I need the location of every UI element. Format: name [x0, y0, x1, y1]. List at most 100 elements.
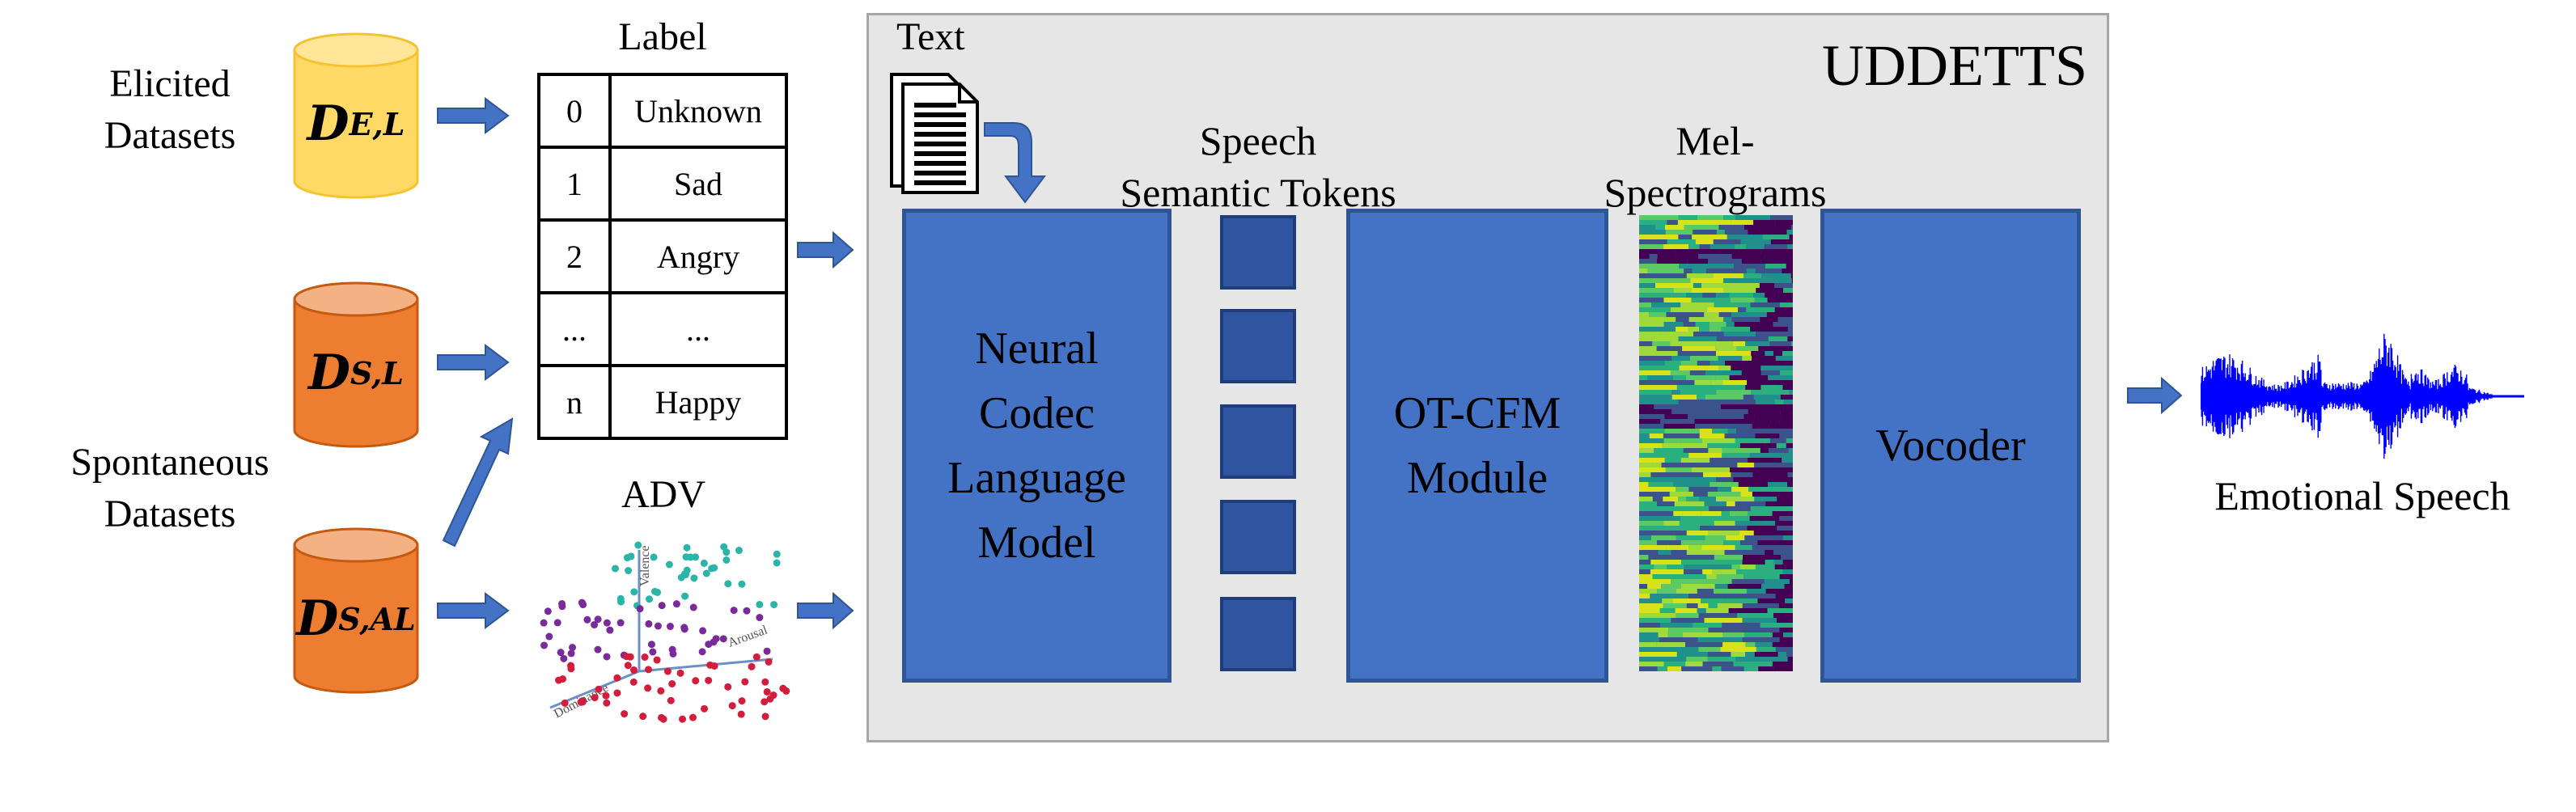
mel-spectrogram-image: [1639, 215, 1793, 671]
dataset-symbol-sub: S,L: [350, 354, 405, 391]
label-id: n: [537, 364, 612, 440]
text-to-lm-arrow-icon: [984, 122, 1046, 204]
adv-point: [773, 559, 781, 567]
adv-point: [578, 598, 586, 607]
adv-point: [688, 713, 697, 721]
adv-point: [624, 662, 632, 670]
adv-point: [719, 635, 727, 643]
adv-point: [591, 621, 599, 629]
adv-point: [738, 697, 746, 705]
adv-point: [779, 684, 787, 692]
adv-point: [687, 553, 695, 561]
adv-point: [583, 615, 591, 624]
adv-point: [672, 600, 680, 608]
document-icon: [890, 73, 979, 194]
adv-point: [683, 543, 691, 552]
adv-point: [644, 666, 652, 674]
adv-point: [692, 677, 700, 685]
dataset-symbol-sub: S,AL: [338, 600, 416, 637]
semantic-token: [1220, 597, 1296, 671]
adv-point: [567, 665, 575, 673]
adv-point: [560, 654, 568, 662]
adv-point: [701, 704, 709, 713]
adv-point: [728, 702, 736, 710]
adv-point: [591, 694, 599, 702]
label-table-title: Label: [618, 15, 707, 58]
emotional-speech-label: Emotional Speech: [2214, 473, 2510, 518]
adv-point: [613, 689, 621, 697]
adv-point: [634, 541, 642, 549]
adv-point: [569, 644, 577, 652]
adv-point: [653, 656, 661, 664]
adv-point: [649, 648, 657, 656]
adv-point: [763, 647, 771, 655]
cylinder-shape: [293, 527, 419, 694]
adv-point: [690, 574, 698, 582]
dataset-symbol-main: D: [307, 95, 350, 152]
adv-point: [676, 669, 684, 677]
adv-point: [702, 569, 710, 577]
adv-point: [613, 674, 621, 682]
adv-point: [741, 678, 749, 686]
adv-point: [555, 676, 563, 684]
arousal-axis: [638, 658, 773, 673]
arrow-right-icon: [437, 97, 510, 134]
adv-point: [545, 632, 553, 641]
neural-codec-lm-label: Neural Codec Language Model: [947, 324, 1126, 568]
waveform-image: [2201, 333, 2524, 459]
adv-point: [669, 649, 677, 658]
adv-point: [712, 635, 720, 643]
adv-point: [544, 607, 552, 615]
adv-point: [650, 553, 658, 561]
adv-point: [647, 641, 655, 649]
elicited-datasets-label: Elicited Datasets: [104, 62, 236, 157]
adv-point: [689, 603, 697, 611]
adv-point: [735, 547, 743, 555]
cylinder-shape: [293, 32, 419, 199]
adv-point: [699, 627, 707, 635]
adv-point: [594, 615, 602, 624]
adv-point: [683, 566, 691, 574]
arrow-diagonal-icon: [442, 417, 514, 548]
adv-point: [639, 713, 647, 721]
adv-point: [595, 685, 603, 693]
adv-point: [630, 666, 638, 675]
adv-point: [567, 649, 575, 658]
adv-point: [765, 658, 773, 666]
arrow-right-icon: [437, 344, 510, 381]
adv-point: [773, 550, 781, 558]
adv-point: [606, 626, 614, 634]
adv-point: [621, 710, 629, 718]
adv-point: [644, 684, 652, 692]
dataset-symbol-sub: E,L: [349, 105, 405, 142]
adv-point: [667, 696, 675, 704]
adv-point: [738, 580, 746, 588]
label-name: Happy: [608, 364, 788, 440]
adv-point: [611, 565, 619, 573]
adv-point: [724, 580, 732, 588]
adv-point: [743, 607, 751, 615]
adv-point: [730, 607, 738, 615]
adv-point: [645, 620, 653, 628]
ot-cfm-label: OT-CFM Module: [1393, 388, 1561, 503]
adv-point: [636, 605, 644, 613]
label-id: 0: [537, 73, 612, 149]
label-id: 1: [537, 146, 612, 222]
adv-point: [630, 588, 638, 596]
adv-point: [761, 678, 769, 686]
adv-point: [602, 691, 610, 700]
label-id: 2: [537, 218, 612, 294]
arrow-right-icon: [2127, 376, 2183, 415]
adv-point: [681, 592, 689, 600]
adv-point: [561, 699, 569, 707]
adv-point: [770, 601, 778, 609]
adv-point: [659, 715, 667, 723]
system-title: UDDETTS: [1822, 33, 2087, 98]
adv-point: [722, 556, 731, 564]
adv-point: [646, 595, 654, 603]
